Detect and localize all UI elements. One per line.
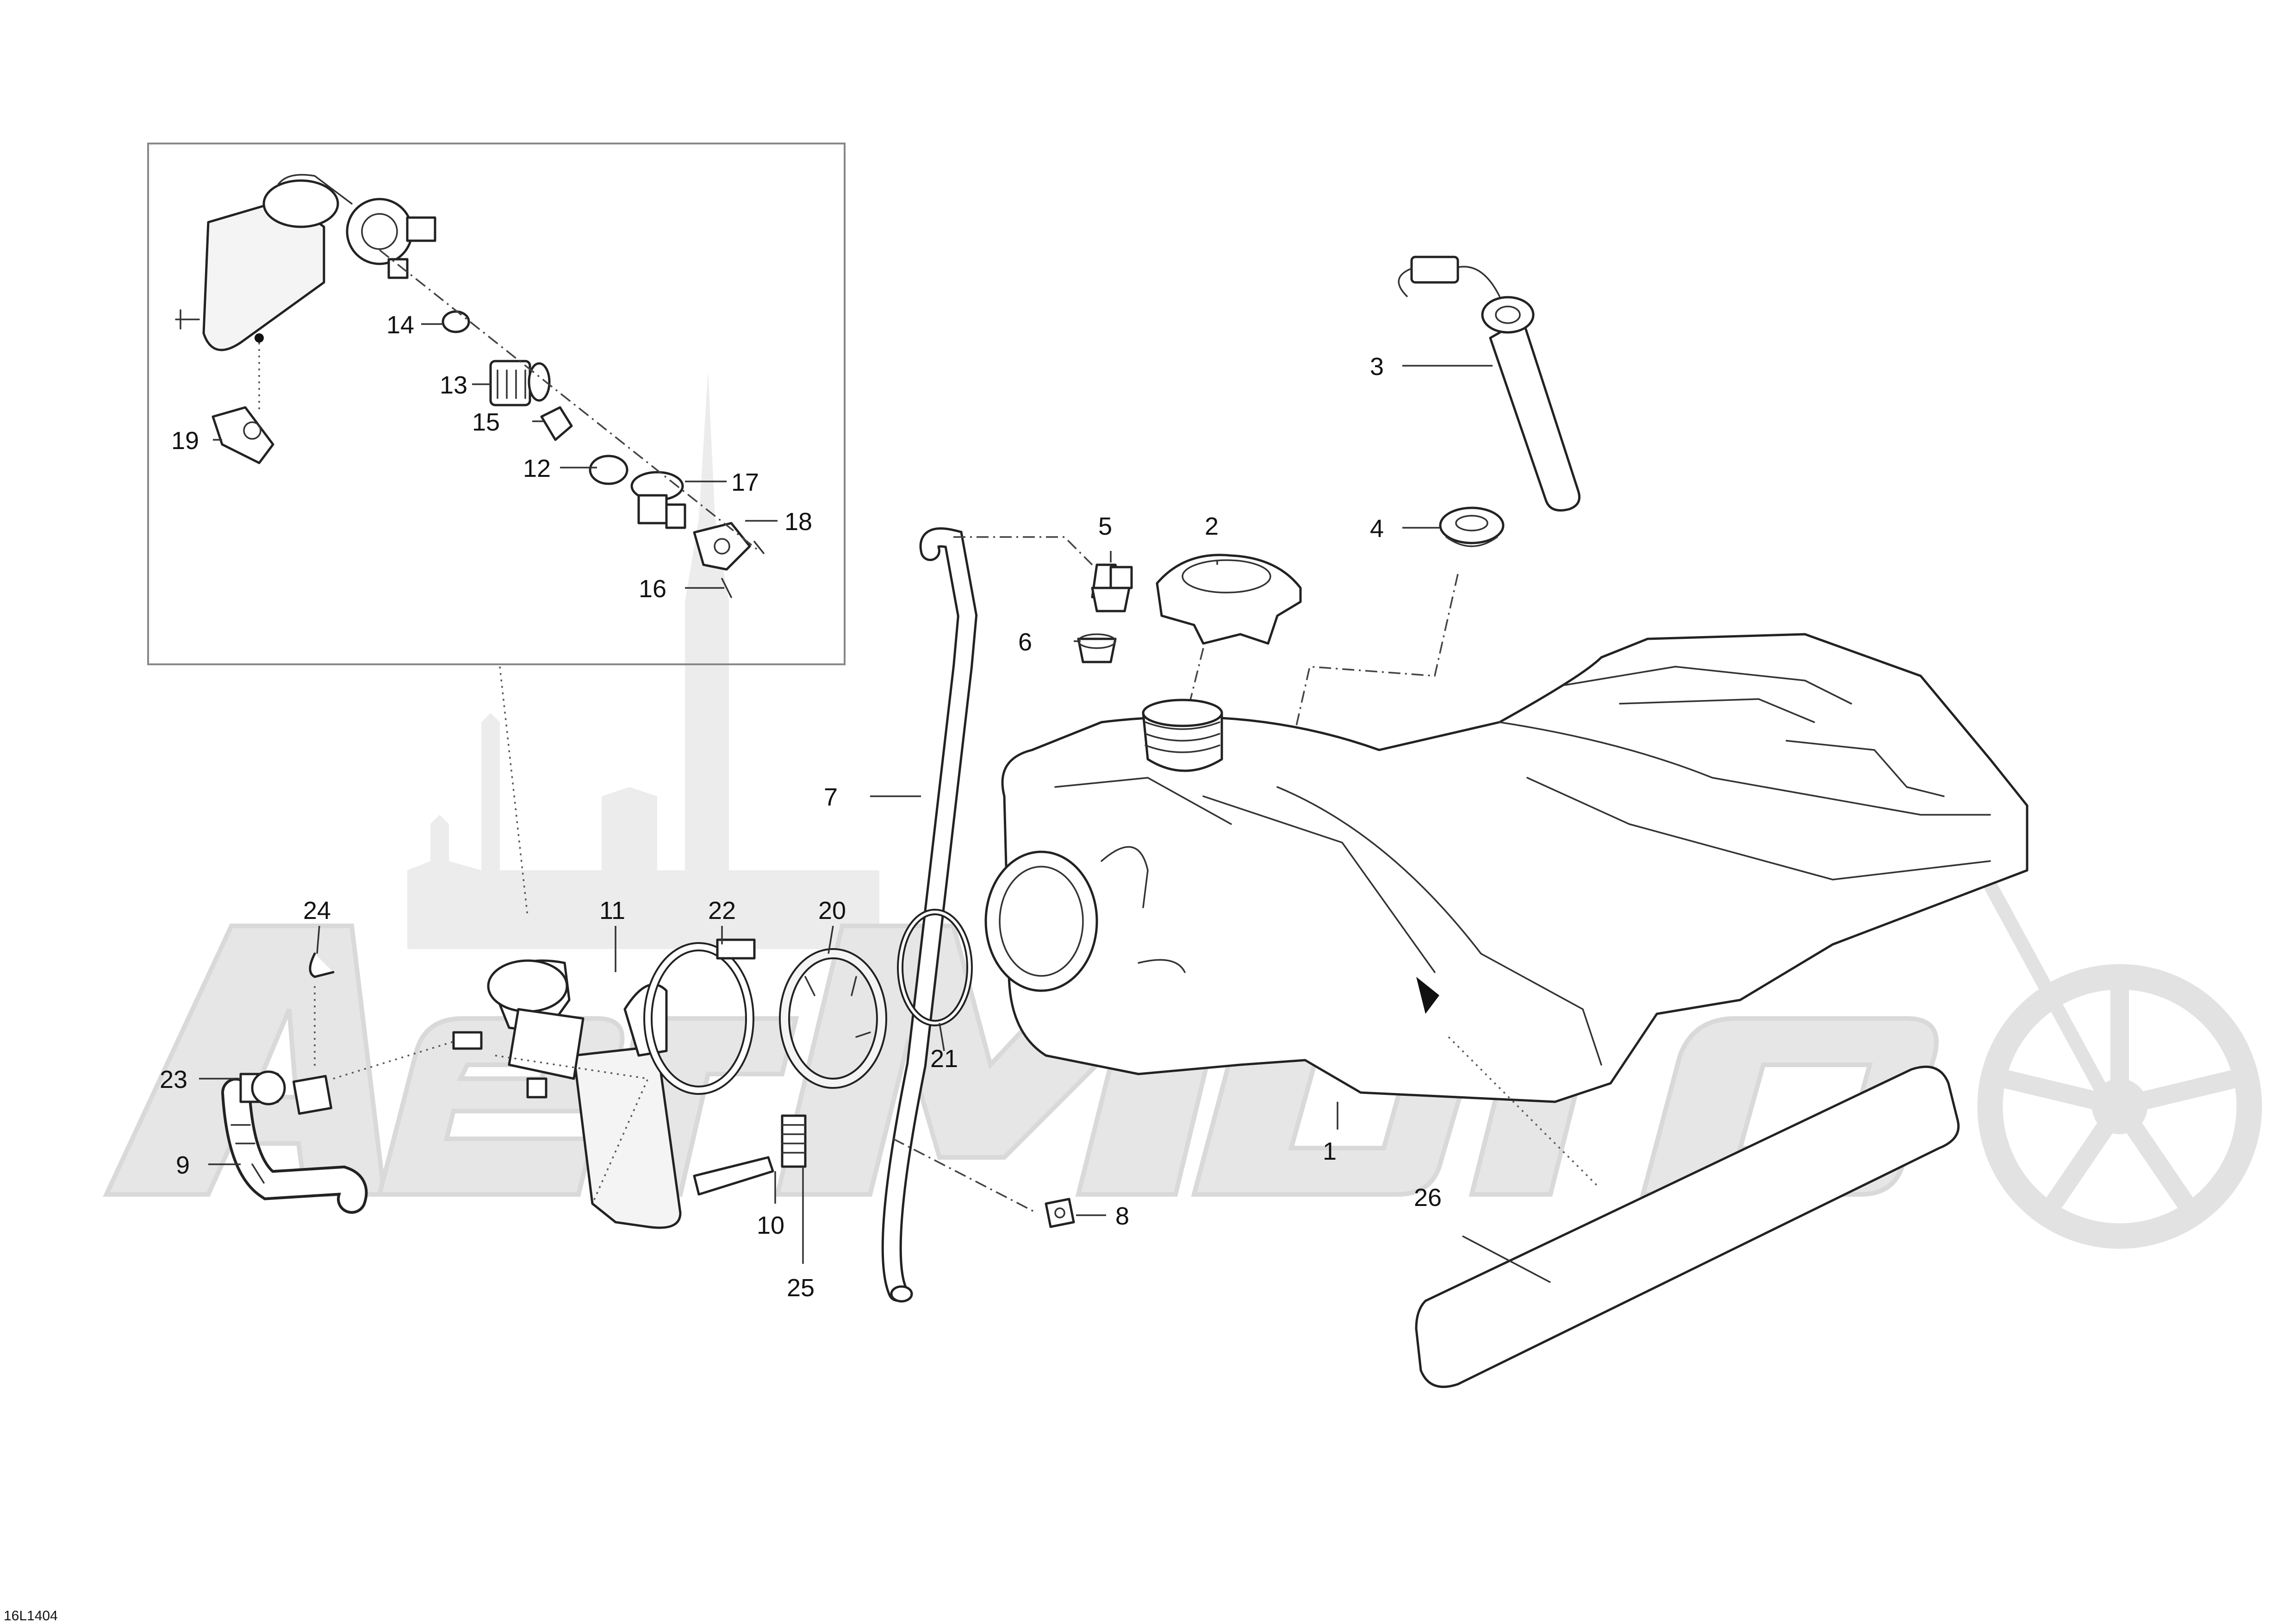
fuel-pump xyxy=(452,959,682,1229)
sender-axis xyxy=(1286,574,1459,769)
callout-24: 24 xyxy=(303,897,331,924)
fuel-tank xyxy=(984,633,2028,1186)
grommet-4 xyxy=(1439,506,1505,547)
oring-12 xyxy=(589,455,628,485)
callout-15: 15 xyxy=(472,408,500,436)
callout-12: 12 xyxy=(523,455,551,482)
callout-21: 21 xyxy=(930,1045,958,1073)
oring-15 xyxy=(540,406,573,441)
connector-23 xyxy=(239,986,454,1115)
inset-frame xyxy=(147,143,846,665)
drawing-reference: 16L1404 xyxy=(4,1608,58,1624)
hose-axis xyxy=(953,536,1093,566)
callout-13: 13 xyxy=(440,371,467,399)
callout-25: 25 xyxy=(787,1274,815,1302)
callout-7: 7 xyxy=(824,783,838,811)
callout-14: 14 xyxy=(386,311,414,339)
vent-grommet-6 xyxy=(1077,633,1117,663)
callout-3: 3 xyxy=(1370,353,1384,381)
callout-4: 4 xyxy=(1370,515,1384,543)
fuel-cap xyxy=(1156,554,1302,645)
assembly-axis-inset xyxy=(379,249,760,552)
pump-assembly-inset xyxy=(175,174,436,351)
clip-24 xyxy=(309,952,335,978)
lock-ring-20 xyxy=(779,948,887,1089)
callout-19: 19 xyxy=(171,427,199,455)
leader-lines xyxy=(199,323,1551,1283)
oring-14 xyxy=(442,310,470,333)
screws-16 xyxy=(721,541,765,598)
callout-23: 23 xyxy=(160,1066,187,1093)
callout-labels: 1 2 3 4 5 6 7 8 9 10 11 12 13 14 15 16 1… xyxy=(160,311,1442,1302)
callout-9: 9 xyxy=(176,1151,190,1179)
callout-20: 20 xyxy=(818,897,846,924)
tank-pad xyxy=(1415,1065,1960,1388)
hose-clip-8 xyxy=(1045,1198,1075,1228)
seal-21 xyxy=(897,909,973,1026)
regulator-17 xyxy=(630,471,686,529)
clamp-22 xyxy=(643,938,756,1095)
filter-13 xyxy=(489,360,551,406)
callout-22: 22 xyxy=(708,897,736,924)
callout-5: 5 xyxy=(1098,512,1112,540)
callout-8: 8 xyxy=(1115,1202,1129,1230)
callout-10: 10 xyxy=(757,1212,784,1239)
plate-18 xyxy=(693,522,751,571)
vent-hose xyxy=(881,527,978,1303)
callout-18: 18 xyxy=(784,508,812,536)
callout-17: 17 xyxy=(731,468,759,496)
clip-axis xyxy=(893,1138,1037,1214)
vent-valve-5 xyxy=(1091,563,1133,612)
callout-11: 11 xyxy=(599,897,625,924)
callout-6: 6 xyxy=(1018,628,1032,656)
fuel-level-sender xyxy=(1398,256,1580,512)
callout-2: 2 xyxy=(1205,512,1219,540)
callout-26: 26 xyxy=(1414,1184,1442,1212)
filter-clip xyxy=(212,343,274,464)
fitting-10 xyxy=(693,1114,807,1196)
cap-axis xyxy=(1188,648,1204,704)
callout-1: 1 xyxy=(1323,1137,1337,1165)
callout-16: 16 xyxy=(639,575,666,603)
fuel-hose-9 xyxy=(221,1078,368,1214)
watermark-skyline xyxy=(407,370,879,949)
